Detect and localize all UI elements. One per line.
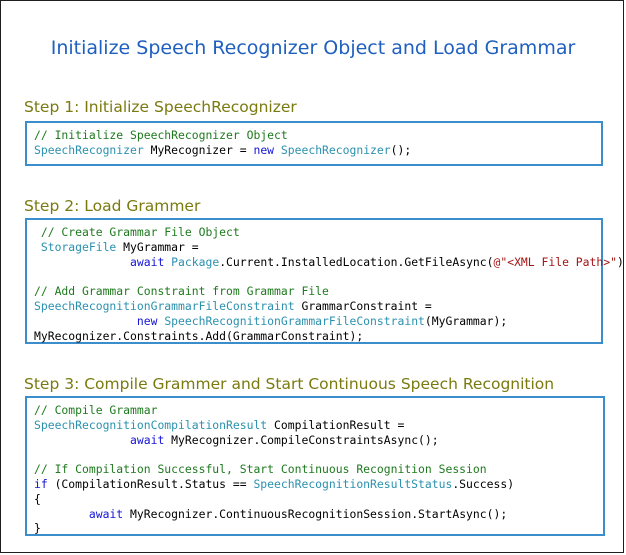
diagram-title: Initialize Speech Recognizer Object and … (50, 37, 576, 59)
code-text: MyGrammar = (116, 239, 199, 254)
code-text (34, 507, 89, 521)
code-type-name: Package (171, 254, 220, 269)
code-type-name: SpeechRecognitionResultStatus (253, 476, 453, 491)
code-line: new SpeechRecognitionGrammarFileConstrai… (34, 314, 595, 329)
code-text: MyRecognizer = (143, 142, 254, 157)
code-line: { (34, 492, 597, 507)
code-type-name: SpeechRecognitionGrammarFileConstraint (34, 298, 295, 313)
code-text: MyRecognizer.ContinuousRecognitionSessio… (123, 506, 508, 521)
code-text: GrammarConstraint = (294, 298, 432, 313)
step-3-heading: Step 3: Compile Grammer and Start Contin… (24, 375, 555, 393)
code-text: .Current.InstalledLocation.GetFileAsync( (219, 254, 494, 269)
code-text: MyRecognizer.Constraints.Add(GrammarCons… (34, 328, 364, 343)
code-text: MyRecognizer.CompileConstraintsAsync(); (164, 432, 439, 447)
code-text (274, 143, 281, 157)
code-line: await MyRecognizer.ContinuousRecognition… (34, 507, 597, 522)
code-line: // Add Grammar Constraint from Grammar F… (34, 284, 595, 299)
code-line: SpeechRecognizer MyRecognizer = new Spee… (34, 143, 595, 158)
code-line: StorageFile MyGrammar = (34, 240, 595, 255)
code-line: if (CompilationResult.Status == SpeechRe… (34, 477, 597, 492)
code-string: @"<XML File Path>" (493, 254, 617, 269)
code-line: await Package.Current.InstalledLocation.… (34, 254, 626, 270)
code-line: // Create Grammar File Object (34, 225, 595, 240)
code-line: // If Compilation Successful, Start Cont… (34, 462, 597, 477)
code-keyword: await (130, 254, 165, 269)
code-line: MyRecognizer.Constraints.Add(GrammarCons… (34, 329, 595, 344)
step-1-heading: Step 1: Initialize SpeechRecognizer (24, 98, 297, 116)
code-line (34, 269, 595, 284)
code-type-name: SpeechRecognizer (34, 142, 144, 157)
code-line: // Initialize SpeechRecognizer Object (34, 128, 595, 143)
code-text (34, 314, 137, 328)
code-line: // Compile Grammar (34, 403, 597, 418)
code-text: CompilationResult = (267, 417, 405, 432)
code-keyword: await (130, 432, 165, 447)
code-type-name: SpeechRecognitionGrammarFileConstraint (164, 313, 425, 328)
code-keyword: new (253, 142, 275, 157)
code-comment: // If Compilation Successful, Start Cont… (34, 462, 487, 477)
code-text: ); (616, 254, 626, 269)
code-comment: // Add Grammar Constraint from Grammar F… (34, 284, 329, 299)
code-text: { (34, 491, 41, 506)
code-comment: // Compile Grammar (34, 403, 158, 417)
code-keyword: await (88, 506, 124, 521)
code-comment: // Initialize SpeechRecognizer Object (34, 128, 288, 142)
code-type-name: SpeechRecognitionCompilationResult (34, 417, 268, 432)
code-text: (); (390, 142, 412, 157)
code-type-name: SpeechRecognizer (280, 142, 391, 157)
code-line (34, 447, 597, 462)
code-type-name: StorageFile (34, 239, 117, 254)
code-text: (MyGrammar); (424, 313, 508, 328)
code-text: (CompilationResult.Status == (47, 476, 254, 491)
code-text: .Success) (452, 476, 515, 491)
code-keyword: new (136, 313, 158, 328)
code-line: SpeechRecognitionCompilationResult Compi… (34, 418, 597, 433)
code-text (34, 255, 130, 269)
step-2-code-block: // Create Grammar File Object StorageFil… (25, 218, 626, 344)
step-2-heading: Step 2: Load Grammer (24, 197, 201, 215)
code-comment: // Create Grammar File Object (34, 225, 240, 239)
code-line: } (34, 521, 597, 536)
code-text: } (34, 521, 41, 536)
code-keyword: if (34, 476, 48, 491)
code-line: SpeechRecognitionGrammarFileConstraint G… (34, 299, 595, 314)
code-text (34, 433, 130, 447)
code-line: await MyRecognizer.CompileConstraintsAsy… (34, 433, 597, 448)
